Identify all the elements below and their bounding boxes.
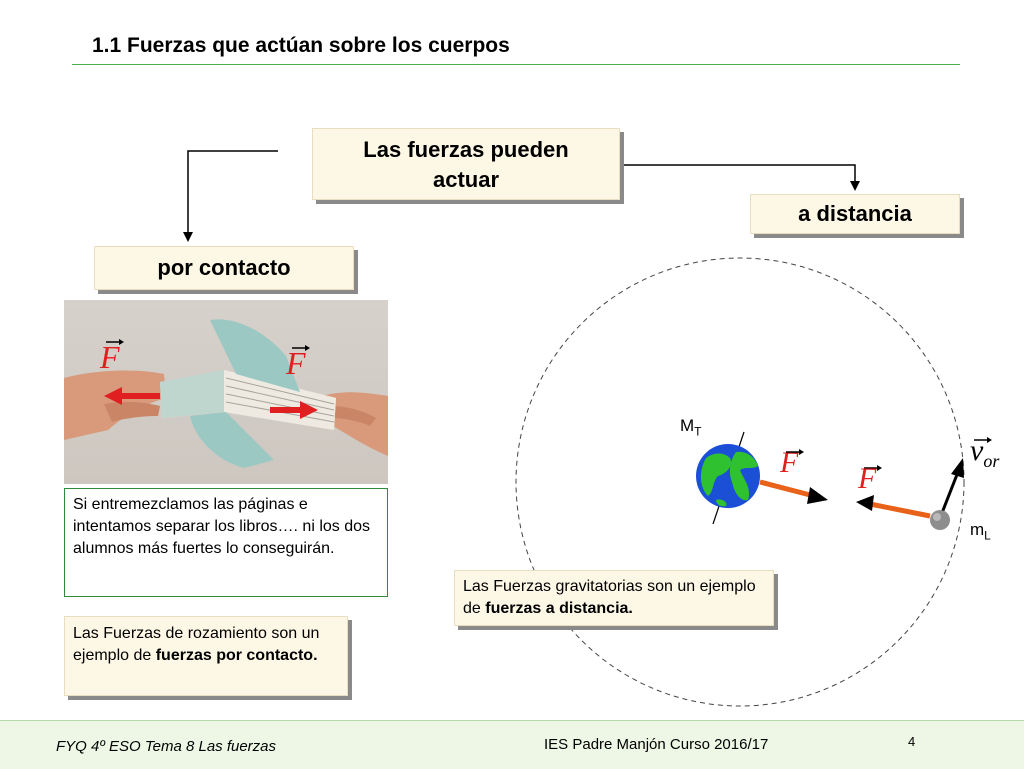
page-title: 1.1 Fuerzas que actúan sobre los cuerpos [92,34,510,57]
title-divider [72,64,960,65]
gravity-note-text: Las Fuerzas gravitatorias son un ejemplo… [463,578,756,617]
main-box-line1: Las fuerzas pueden [363,137,569,162]
earth-icon [696,444,760,508]
footer-bar [0,720,1024,769]
main-concept-box: Las fuerzas pueden actuar [312,128,620,200]
books-photo: F F [64,300,388,484]
earth-mass-label: MT [680,416,702,439]
arrowhead-distance [850,181,860,191]
force-symbol-right: F [285,345,306,381]
connector-to-distance [624,164,856,184]
contact-box: por contacto [94,246,354,290]
gravity-note-bold: fuerzas a distancia. [485,600,633,617]
friction-note-bold: fuerzas por contacto. [155,647,318,664]
page-number: 4 [908,734,916,749]
orbit-path [515,257,965,707]
connector-to-contact [187,150,278,236]
force-symbol-left: F [99,339,120,375]
footer-school: IES Padre Manjón Curso 2016/17 [544,736,769,753]
friction-note: Las Fuerzas de rozamiento son un ejemplo… [64,616,348,696]
books-note: Si entremezclamos las páginas e intentam… [64,488,388,597]
arrowhead-contact [183,232,193,242]
friction-note-text: Las Fuerzas de rozamiento son un ejemplo… [73,625,320,664]
moon-mass-label: mL [970,520,991,543]
distance-box: a distancia [750,194,960,234]
force-symbol-earth: F [780,446,799,479]
force-symbol-moon: F [858,462,877,495]
footer-course: FYQ 4º ESO Tema 8 Las fuerzas [56,738,277,755]
velocity-label: vor [970,434,1000,471]
main-box-line2: actuar [432,167,500,192]
gravity-note: Las Fuerzas gravitatorias son un ejemplo… [454,570,774,626]
moon-icon [930,510,950,530]
